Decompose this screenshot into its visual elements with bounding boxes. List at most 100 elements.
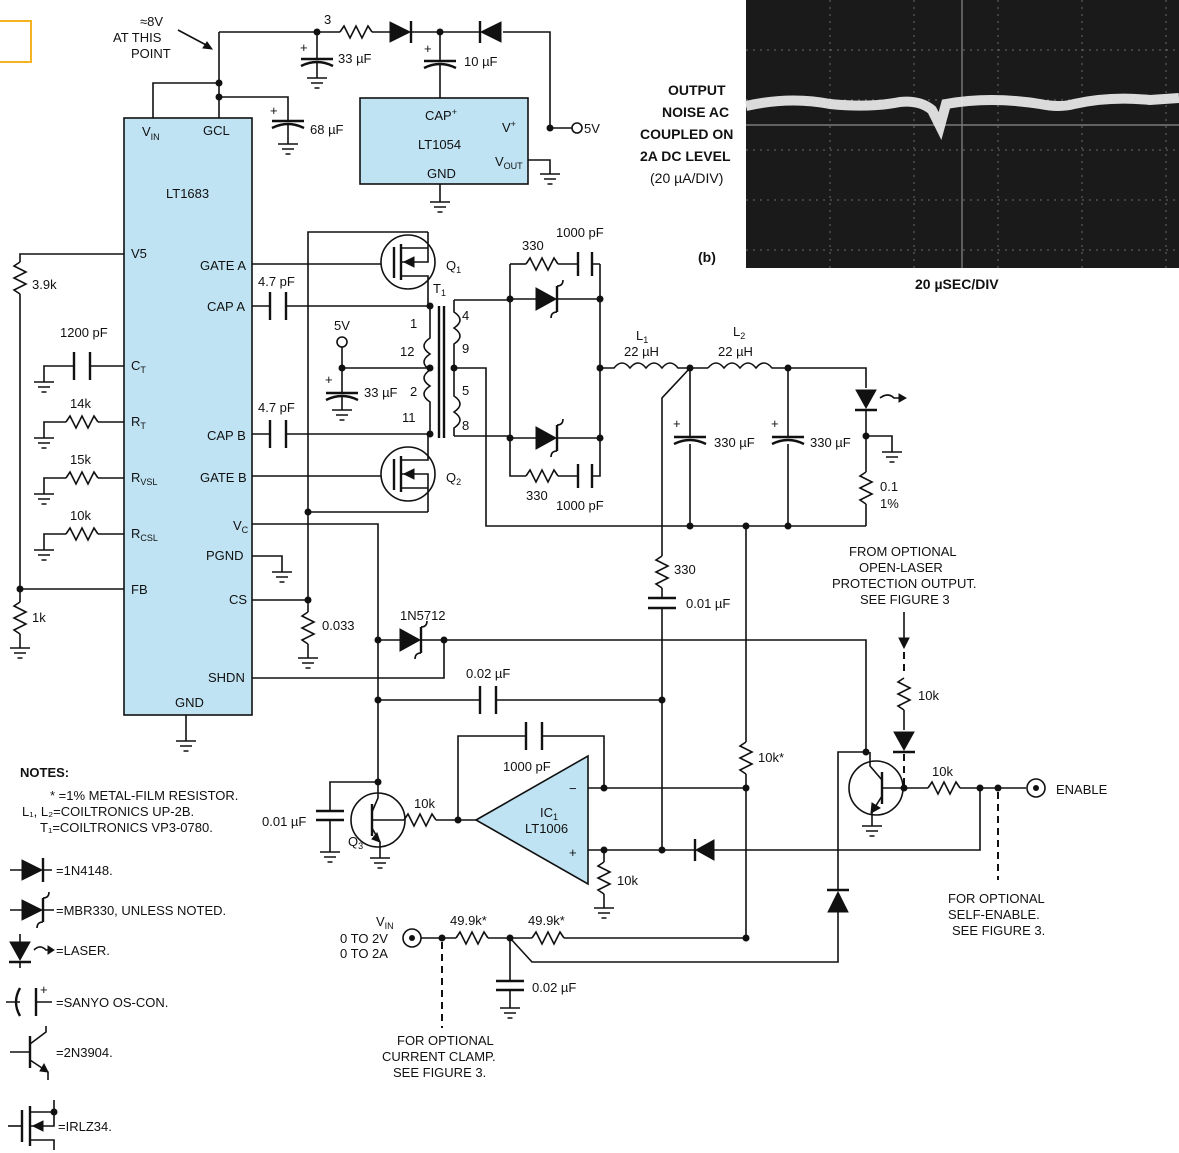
r330-mid-label: 330 <box>674 562 696 577</box>
laser-diode <box>855 389 877 410</box>
legend-diode-icon <box>10 858 52 882</box>
c33-top-label: 33 µF <box>338 51 372 66</box>
svg-text:+: + <box>40 982 48 997</box>
c0-02-bot-label: 0.02 µF <box>532 980 576 995</box>
c0-01-q3-label: 0.01 µF <box>262 814 306 829</box>
r3-9k-label: 3.9k <box>32 277 57 292</box>
approx-8v-note: ≈8V <box>140 14 163 29</box>
pin11-label: 11 <box>402 410 416 425</box>
vin-range-v: 0 TO 2V <box>340 931 388 946</box>
r10k-rcsl-label: 10k <box>70 508 91 523</box>
clamp-note-1: FOR OPTIONAL <box>397 1033 494 1048</box>
pin-gnd: GND <box>175 695 204 710</box>
pin-cap-a: CAP A <box>207 299 245 314</box>
lt1006-opamp <box>474 754 589 886</box>
c0-02-top-label: 0.02 µF <box>466 666 510 681</box>
d1n5712-label: 1N5712 <box>400 608 446 623</box>
pin4-label: 4 <box>462 308 469 323</box>
opamp-minus: − <box>569 781 577 796</box>
svg-text:AT THIS: AT THIS <box>113 30 162 45</box>
lt1054-chip <box>359 97 529 185</box>
q1-label: Q1 <box>446 258 461 275</box>
pin-v5: V5 <box>131 246 147 261</box>
svg-text:+: + <box>300 40 308 55</box>
pin-cap-b: CAP B <box>207 428 246 443</box>
scope-trace <box>744 93 1179 140</box>
q2-label: Q2 <box>446 470 461 487</box>
pin-cs: CS <box>229 592 247 607</box>
svg-text:POINT: POINT <box>131 46 171 61</box>
c0-01-mid-label: 0.01 µF <box>686 596 730 611</box>
lt1054-label: LT1054 <box>418 137 461 152</box>
legend-npn-icon <box>10 1026 49 1080</box>
r14k-label: 14k <box>70 396 91 411</box>
v5-mid-label: 5V <box>334 318 350 333</box>
c1200-label: 1200 pF <box>60 325 108 340</box>
opamp-part: LT1006 <box>525 821 568 836</box>
r0-033-label: 0.033 <box>322 618 355 633</box>
c10-label: 10 µF <box>464 54 498 69</box>
l1-label: L1 <box>636 328 648 345</box>
pump-vout-pin: VOUT <box>495 154 523 171</box>
svg-text:+: + <box>325 372 333 387</box>
pin-gate-b: GATE B <box>200 470 247 485</box>
clamp-note-2: CURRENT CLAMP. <box>382 1049 496 1064</box>
svg-text:+: + <box>771 416 779 431</box>
l1-val-label: 22 µH <box>624 344 659 359</box>
c1000-top-label: 1000 pF <box>556 225 604 240</box>
svg-text:+: + <box>673 416 681 431</box>
pump-gnd-pin: GND <box>427 166 456 181</box>
t1-label: T1 <box>433 281 446 298</box>
legend-oscon-icon: + <box>6 982 52 1017</box>
opamp-plus: + <box>569 845 577 860</box>
c4-7a-label: 4.7 pF <box>258 274 295 289</box>
pin12-label: 12 <box>400 344 414 359</box>
legend-laser: =LASER. <box>56 943 110 958</box>
r49-9a-label: 49.9k* <box>450 913 487 928</box>
pin-shdn: SHDN <box>208 670 245 685</box>
legend-1n4148: =1N4148. <box>56 863 113 878</box>
c33-mid-label: 33 µF <box>364 385 398 400</box>
pin-rcsl: RCSL <box>131 526 158 543</box>
scope-caption-1: OUTPUT <box>668 82 726 98</box>
rsense-tol: 1% <box>880 496 899 511</box>
c330a-label: 330 µF <box>714 435 755 450</box>
r330-top-label: 330 <box>522 238 544 253</box>
laser-prot-3: PROTECTION OUTPUT. <box>832 576 976 591</box>
legend-mbr330: =MBR330, UNLESS NOTED. <box>56 903 226 918</box>
scope-photo <box>744 0 1179 268</box>
r10k-op-label: 10k <box>617 873 638 888</box>
scope-caption-2: NOISE AC <box>662 104 729 120</box>
vin-label: VIN <box>376 914 394 931</box>
rsense-value: 0.1 <box>880 479 898 494</box>
v5-supply-label: 5V <box>584 121 600 136</box>
r330-bot-label: 330 <box>526 488 548 503</box>
scope-caption-4: 2A DC LEVEL <box>640 148 731 164</box>
pump-cap-pin: CAP+ <box>425 107 457 123</box>
laser-prot-2: OPEN-LASER <box>859 560 943 575</box>
note-line-2: L₁, L₂=COILTRONICS UP-2B. <box>22 804 194 819</box>
clamp-note-3: SEE FIGURE 3. <box>393 1065 486 1080</box>
pin1-label: 1 <box>410 316 417 331</box>
scope-caption-3: COUPLED ON <box>640 126 733 142</box>
c330b-label: 330 µF <box>810 435 851 450</box>
frame-accent <box>0 20 32 63</box>
pin-vin: VIN <box>142 124 160 142</box>
c68-label: 68 µF <box>310 122 344 137</box>
r10k-prot-label: 10k <box>918 688 939 703</box>
c4-7b-label: 4.7 pF <box>258 400 295 415</box>
self-enable-3: SEE FIGURE 3. <box>952 923 1045 938</box>
note-line-3: T₁=COILTRONICS VP3-0780. <box>40 820 213 835</box>
note-line-1: * =1% METAL-FILM RESISTOR. <box>50 788 238 803</box>
r10k-en-label: 10k <box>932 764 953 779</box>
legend-mosfet-icon <box>8 1100 58 1150</box>
pin-gcl: GCL <box>203 123 230 138</box>
opamp-name: IC1 <box>540 805 558 822</box>
pin-pgnd: PGND <box>206 548 244 563</box>
legend-2n3904: =2N3904. <box>56 1045 113 1060</box>
lt1683-label: LT1683 <box>166 186 209 201</box>
r10k-q3-label: 10k <box>414 796 435 811</box>
l2-val-label: 22 µH <box>718 344 753 359</box>
scope-caption-5: (20 µA/DIV) <box>650 170 723 186</box>
r1k-label: 1k <box>32 610 46 625</box>
